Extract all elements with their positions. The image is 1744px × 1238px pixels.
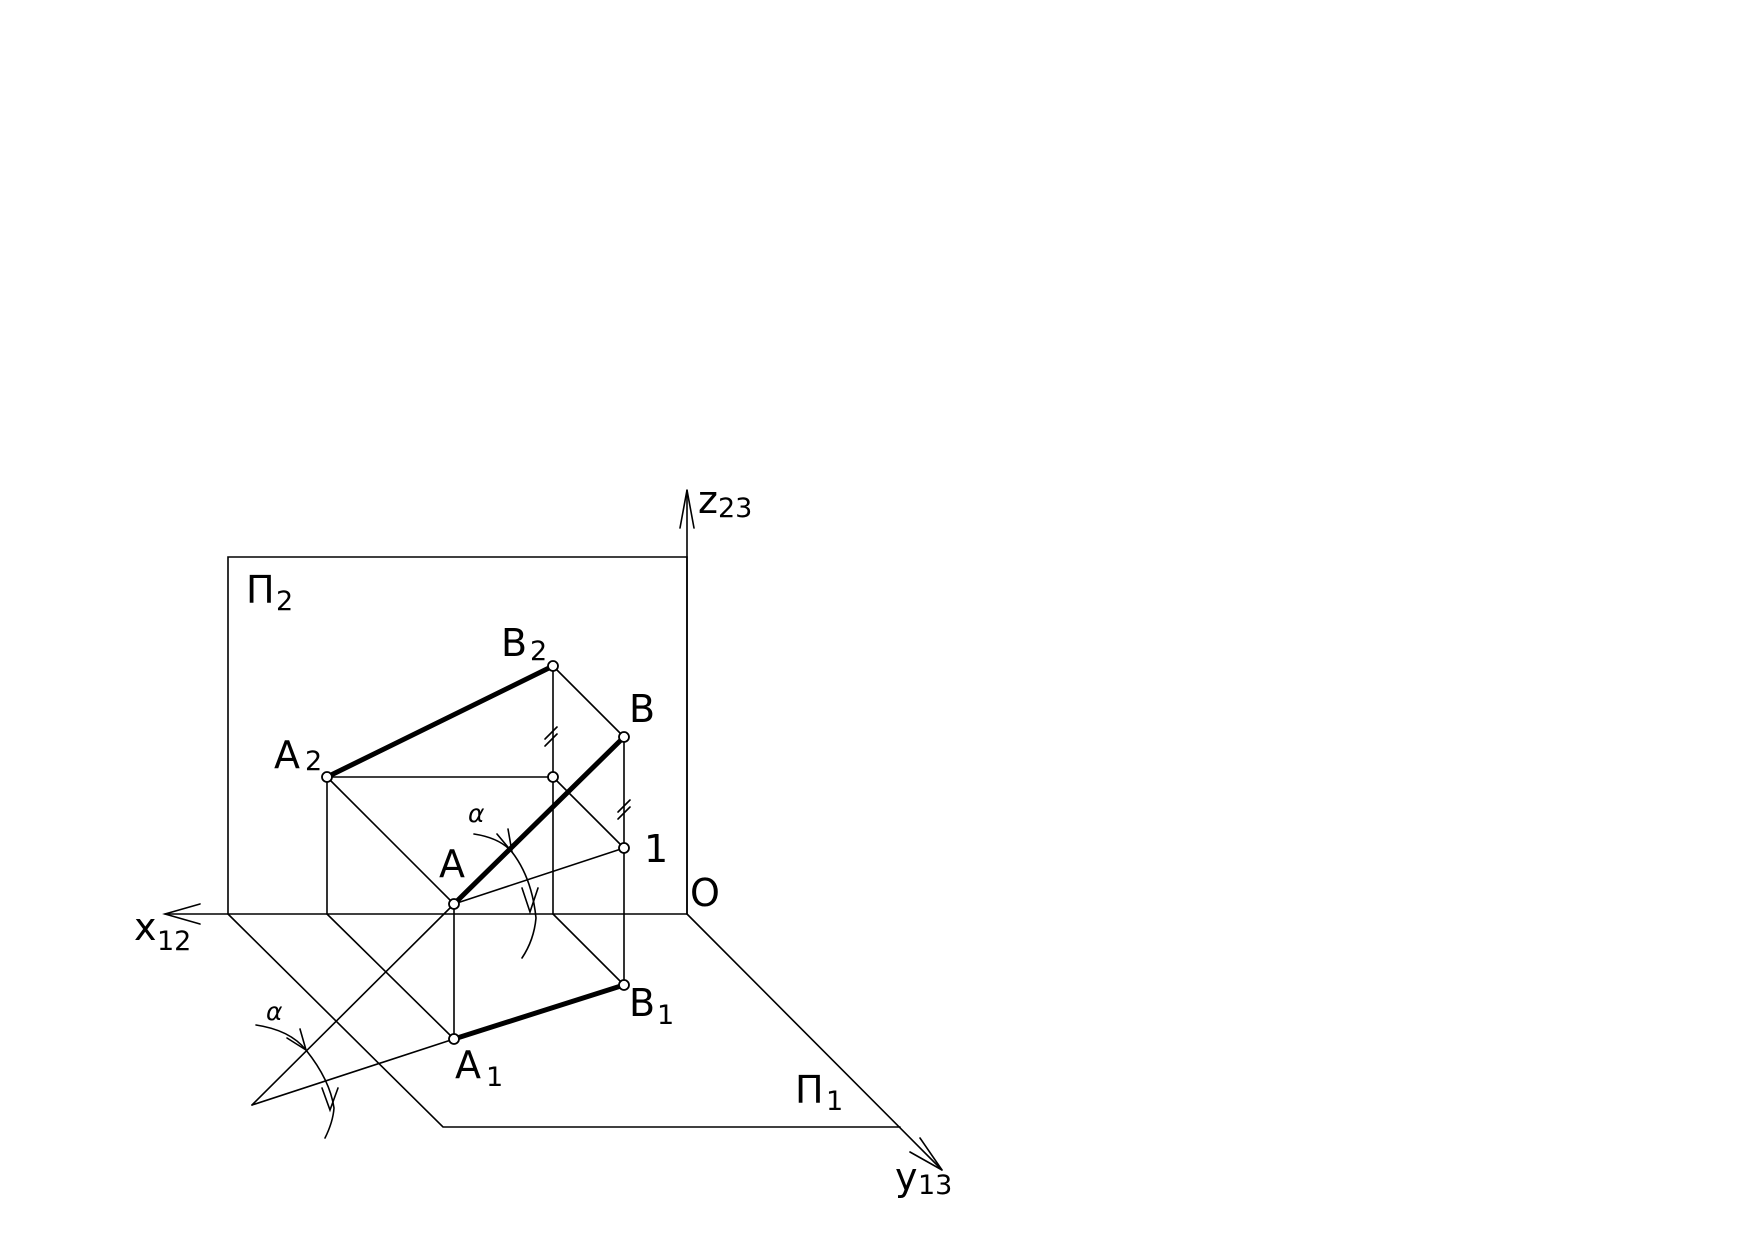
a2-diagonal-link <box>326 776 455 905</box>
point-1-label: 1 <box>644 827 668 871</box>
tick-marks-b2 <box>544 726 558 747</box>
angle-label-lower: α <box>266 997 283 1026</box>
segment-a1-b1 <box>451 982 627 1042</box>
point-a1-label: A <box>455 1043 481 1087</box>
plane-front-sub: 2 <box>276 586 293 617</box>
point-b1-label: B <box>629 981 655 1025</box>
angle-arc-upper <box>473 833 537 959</box>
point-1-marker <box>618 842 630 854</box>
point-a2-sub: 2 <box>305 746 322 777</box>
b2-foot-to-b1-link <box>552 913 625 986</box>
point-a2-label: A <box>274 733 300 777</box>
a1-extension-line <box>251 1038 455 1106</box>
y-axis-line <box>686 913 943 1171</box>
plane-horizontal-label: П <box>795 1068 824 1112</box>
axis-x-label: x <box>134 905 157 949</box>
axis-y-label: y <box>895 1155 918 1199</box>
point-b1-marker <box>618 979 630 991</box>
axis-z-label: z <box>698 478 718 522</box>
axis-x-sub: 12 <box>157 926 191 957</box>
point-b-label: B <box>629 687 655 731</box>
axis-z-sub: 23 <box>718 493 752 524</box>
point-a2-marker <box>321 771 333 783</box>
origin-label: O <box>690 871 720 915</box>
plane-front-label: П <box>246 568 275 612</box>
angle-label-upper: α <box>468 799 485 828</box>
point-b2-label: B <box>501 621 527 665</box>
point-b2-sub: 2 <box>530 636 547 667</box>
angle-arrow-upper <box>496 828 514 855</box>
b2-to-b-link <box>552 665 625 738</box>
plane-horizontal-sub: 1 <box>826 1086 843 1117</box>
horizontal-plane-frame <box>227 913 901 1128</box>
point-a-marker <box>448 898 460 910</box>
point-a1-marker <box>448 1033 460 1045</box>
angle-arrow-lower-2 <box>321 1087 339 1113</box>
point-a1-sub: 1 <box>486 1062 503 1093</box>
segment-a2-b2 <box>324 663 556 780</box>
angle-arc-lower <box>255 1024 335 1139</box>
point-b-marker <box>618 731 630 743</box>
point-a-label: A <box>439 842 465 886</box>
point-b2-marker <box>547 660 559 672</box>
z-axis-arrowhead <box>679 489 695 529</box>
axis-y-sub: 13 <box>918 1170 952 1201</box>
y-axis-arrowhead <box>909 1137 943 1171</box>
angle-arrow-lower <box>286 1028 308 1052</box>
a-to-1-link <box>453 847 625 905</box>
a-extension-line <box>251 903 455 1106</box>
level-to-1-link <box>552 776 625 849</box>
x-foot-diagonal-link <box>326 913 455 1040</box>
point-level-marker <box>547 771 559 783</box>
x-axis-arrowhead <box>162 903 201 925</box>
tick-marks-b <box>617 799 631 820</box>
segment-a-b <box>451 734 627 907</box>
angle-arrow-upper-2 <box>521 887 539 915</box>
point-b1-sub: 1 <box>657 1000 674 1031</box>
